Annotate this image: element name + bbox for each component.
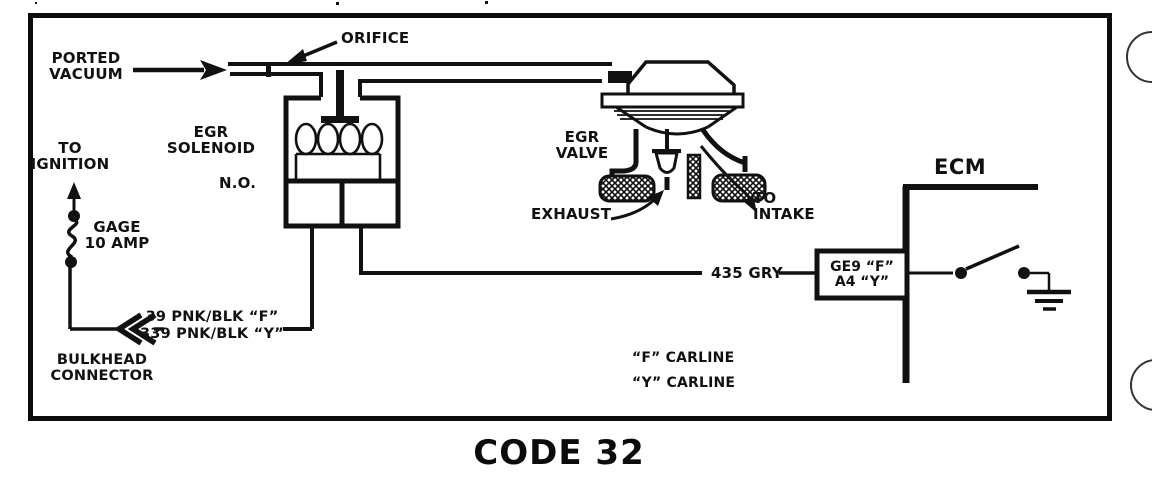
ecm-title: ECM (934, 155, 987, 179)
ecm-wire-label: 435 GRY (711, 264, 783, 282)
ground-icon (1027, 289, 1071, 311)
ported-vacuum-label: PORTED VACUUM (49, 49, 123, 84)
valve-center-bar (686, 153, 702, 200)
ecm-block (814, 184, 1071, 383)
hole-punch-top-icon (1126, 31, 1152, 83)
hole-punch-bottom-icon (1130, 359, 1152, 411)
ecm-switch-symbol (909, 244, 1051, 291)
ecm-connector-box (814, 248, 910, 301)
egr-valve-label: EGR VALVE (555, 128, 609, 163)
ignition-wire-label: 39 PNK/BLK “F” 339 PNK/BLK “Y” (140, 309, 285, 342)
intake-flow-arrow-icon (699, 145, 757, 213)
solenoid-coil (294, 122, 384, 181)
exhaust-label: EXHAUST (531, 205, 612, 223)
carline-y-note: “Y” CARLINE (632, 375, 736, 391)
carline-f-note: “F” CARLINE (632, 350, 735, 366)
egr-valve-illustration (598, 60, 767, 221)
valve-right-channel (700, 128, 746, 166)
exhaust-flow-arrow-icon (610, 190, 664, 221)
scan-noise (35, 1, 488, 5)
egr-solenoid-label: EGR SOLENOID (166, 123, 256, 158)
orifice-label: ORIFICE (341, 29, 410, 47)
vacuum-line (228, 62, 612, 97)
solenoid-wires (310, 226, 818, 329)
ported-vacuum-arrow-icon (133, 60, 227, 80)
egr-solenoid-symbol (283, 70, 401, 229)
orifice-marker (266, 40, 338, 77)
solenoid-plunger (336, 70, 344, 117)
valve-diaphragm-dome (626, 60, 736, 97)
wire-435-gry-left (359, 226, 702, 275)
bulkhead-connector-symbol (113, 312, 157, 346)
ignition-circuit (65, 182, 312, 346)
orifice-arrowhead-icon (284, 49, 307, 65)
valve-flange (600, 92, 745, 109)
hole-punch-icons (1126, 31, 1152, 411)
valve-left-channel (609, 129, 639, 177)
to-ignition-label: TO IGNITION (30, 139, 110, 174)
fuse-label: GAGE 10 AMP (84, 218, 150, 253)
bulkhead-connector-label: BULKHEAD CONNECTOR (50, 352, 154, 384)
solenoid-state-label: N.O. (219, 174, 257, 192)
valve-pintle (652, 129, 681, 190)
diagram-caption: CODE 32 (473, 433, 645, 473)
fuse-symbol (65, 210, 80, 268)
to-ignition-arrow-icon (67, 182, 81, 212)
ecm-connector-label: GE9 “F” A4 “Y” (830, 258, 894, 290)
exhaust-port-pad (598, 174, 656, 203)
to-intake-label: TO INTAKE (753, 189, 815, 224)
diagram-border (28, 13, 1112, 421)
